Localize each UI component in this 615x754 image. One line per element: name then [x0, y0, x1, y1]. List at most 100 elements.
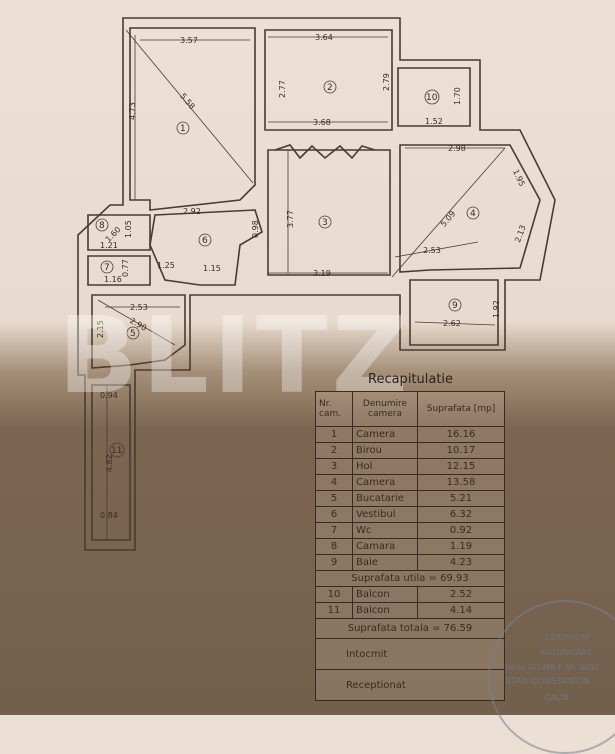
dim-label: 2.92 — [183, 207, 201, 216]
dim-label: 1.70 — [453, 87, 462, 105]
total-area-row: Suprafata totala = 76.59 — [315, 618, 505, 639]
room-4-walls — [399, 144, 541, 273]
room-number: 10 — [426, 93, 438, 103]
room-9-walls — [409, 279, 499, 346]
prepared-row: Intocmit — [315, 638, 505, 670]
dim-label: 2.53 — [130, 303, 148, 312]
cell-nr: 11 — [315, 602, 353, 619]
room-5-walls — [91, 294, 186, 369]
dim-label: 5.58 — [178, 92, 196, 111]
cell-area: 1.19 — [417, 538, 505, 555]
dim-label: 1.25 — [157, 261, 175, 270]
dim-label: 3.77 — [286, 210, 295, 228]
room-3-walls — [267, 149, 391, 276]
dim-label: 3.57 — [180, 36, 198, 45]
dim-label: 0.98 — [251, 220, 260, 238]
room-7-walls — [87, 255, 151, 286]
useful-area-row: Suprafata utila = 69.93 — [315, 570, 505, 587]
room-number: 7 — [104, 263, 110, 273]
dim-label: 2.79 — [382, 73, 391, 91]
cell-area: 5.21 — [417, 490, 505, 507]
dim-label: 3.19 — [313, 269, 331, 278]
recap-table: Nr. cam. Denumire camera Suprafata [mp] … — [315, 391, 505, 701]
cell-nr: 1 — [315, 426, 353, 443]
cell-name: Camera — [352, 426, 418, 443]
cell-area: 12.15 — [417, 458, 505, 475]
dim-label: 2.62 — [443, 319, 461, 328]
floor-plan: 1 2 3 4 5 6 7 8 9 10 11 3.57 4.73 5.58 3… — [77, 17, 556, 551]
header-nr: Nr. cam. — [315, 391, 353, 427]
dim-label: 2.98 — [448, 144, 466, 153]
cell-area: 0.92 — [417, 522, 505, 539]
cell-area: 6.32 — [417, 506, 505, 523]
received-row: Receptionat — [315, 669, 505, 701]
dim-label: 1.16 — [104, 275, 122, 284]
room-2-walls — [264, 29, 393, 131]
cell-name: Birou — [352, 442, 418, 459]
dim-label: 1.52 — [425, 117, 443, 126]
dim-label: 3.68 — [313, 118, 331, 127]
header-area: Suprafata [mp] — [417, 391, 505, 427]
room-10-walls — [397, 67, 471, 127]
room-number: 3 — [322, 218, 328, 228]
dim-label: 4.82 — [105, 454, 114, 472]
dim-label: 2.15 — [96, 320, 105, 338]
zigzag-door — [274, 144, 376, 160]
cell-area: 4.23 — [417, 554, 505, 571]
room-number: 9 — [452, 301, 458, 311]
room-8-walls — [87, 214, 151, 251]
dim-label: 2.77 — [278, 80, 287, 98]
room-number: 8 — [99, 221, 105, 231]
cell-name: Hol — [352, 458, 418, 475]
dim-label: 3.64 — [315, 33, 333, 42]
stamp-line: Seria RO-MB-F Nr. 0032 — [505, 663, 600, 672]
dim-label: 0.77 — [121, 259, 130, 277]
dim-label: 0.84 — [100, 511, 118, 520]
cell-name: Wc — [352, 522, 418, 539]
dim-label: 2.13 — [513, 224, 528, 244]
cell-nr: 4 — [315, 474, 353, 491]
stamp-line: STAN CONSTANTIN — [505, 677, 590, 687]
dim-line — [391, 147, 506, 278]
dim-label: 1.15 — [203, 264, 221, 273]
room-number: 6 — [202, 236, 208, 246]
dim-label: 4.73 — [128, 102, 137, 120]
room-number: 4 — [470, 209, 476, 219]
cell-nr: 10 — [315, 586, 353, 603]
room-number: 5 — [130, 329, 136, 339]
useful-area: Suprafata utila = 69.93 — [315, 570, 505, 587]
cell-name: Camara — [352, 538, 418, 555]
room-6-walls — [149, 209, 263, 286]
prepared-label: Intocmit — [315, 638, 505, 670]
room-11-walls — [91, 384, 131, 541]
dim-label: 0.94 — [100, 391, 118, 400]
received-label: Receptionat — [315, 669, 505, 701]
dim-line — [394, 241, 479, 258]
cell-area: 2.52 — [417, 586, 505, 603]
room-number: 2 — [327, 83, 333, 93]
cell-nr: 8 — [315, 538, 353, 555]
dim-label: 2.53 — [423, 246, 441, 255]
cell-nr: 3 — [315, 458, 353, 475]
room-number: 11 — [111, 446, 122, 456]
room-numbers: 1 2 3 4 5 6 7 8 9 10 11 — [95, 80, 480, 458]
cell-nr: 2 — [315, 442, 353, 459]
room-number: 1 — [180, 124, 186, 134]
dim-label: 1.21 — [100, 241, 118, 250]
cell-nr: 7 — [315, 522, 353, 539]
cell-name: Balcon — [352, 586, 418, 603]
recap-title: Recapitulatie — [368, 372, 454, 387]
stamp-line: AUTORIZARE — [540, 648, 592, 657]
cell-name: Balcon — [352, 602, 418, 619]
dim-line — [97, 299, 176, 346]
cell-nr: 5 — [315, 490, 353, 507]
cell-name: Baie — [352, 554, 418, 571]
